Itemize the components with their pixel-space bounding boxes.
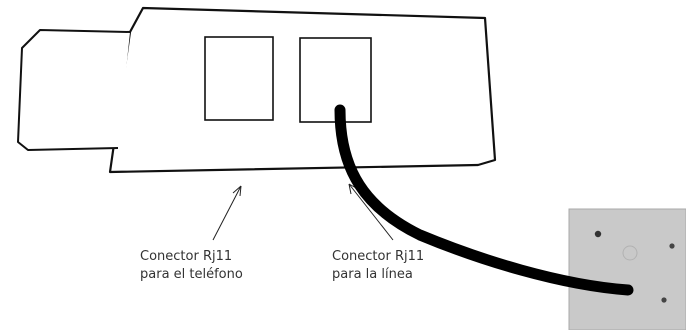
device-left-extension	[17, 29, 131, 151]
label-line-connector: Conector Rj11 para la línea	[332, 248, 424, 284]
label-phone-connector-line2: para el teléfono	[140, 267, 243, 282]
arrow-phone-connector	[212, 185, 242, 241]
wall-plate-screw-top	[594, 230, 602, 238]
phone-line-cable	[334, 104, 634, 296]
label-phone-connector: Conector Rj11 para el teléfono	[140, 248, 243, 284]
label-phone-connector-line1: Conector Rj11	[140, 249, 233, 264]
label-line-connector-line1: Conector Rj11	[332, 249, 425, 264]
wall-plate-screw-right	[669, 243, 675, 249]
wall-plate-screw-bottom	[661, 297, 667, 303]
label-line-connector-line2: para la línea	[332, 267, 413, 282]
wall-plate	[568, 208, 686, 330]
phone-port	[204, 36, 274, 121]
